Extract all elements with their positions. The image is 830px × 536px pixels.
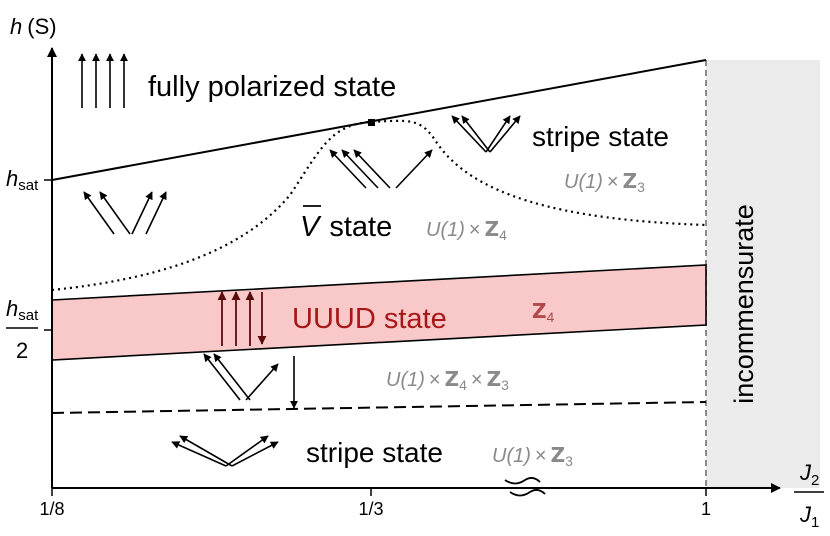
label-vbar-sym: U(1)×Z4 — [426, 217, 507, 243]
label-stripe-upper-sym: U(1)×Z3 — [564, 169, 645, 195]
spins-upper-stripe — [451, 115, 521, 153]
saturation-line — [51, 59, 707, 181]
spins-fully-polarized — [78, 53, 128, 108]
saturation-point-marker — [368, 119, 375, 126]
label-fully-polarized: fully polarized state — [148, 71, 396, 103]
spins-uuud — [217, 291, 267, 346]
label-uuud-sym: Z4 — [532, 299, 555, 325]
x-tick-label-1: 1 — [701, 499, 711, 519]
label-incommensurate: incommensurate — [729, 204, 759, 404]
label-lower-sym: U(1)×Z4×Z3 — [386, 367, 509, 393]
label-stripe-upper: stripe state — [532, 121, 669, 152]
y-axis-label: h(S) — [10, 14, 57, 39]
spins-vbar-left — [83, 191, 167, 235]
label-stripe-lower: stripe state — [306, 437, 443, 468]
incommensurate-region — [706, 60, 820, 488]
spins-lower-stripe — [171, 435, 279, 467]
svg-text:2: 2 — [16, 338, 28, 363]
label-uuud-state: UUUD state — [292, 303, 447, 335]
svg-text:hsat: hsat — [6, 296, 39, 324]
vbar-boundary-dotted — [51, 119, 707, 292]
lower-dashed-boundary — [51, 401, 707, 414]
label-stripe-lower-sym: U(1)×Z3 — [492, 443, 573, 469]
x-tick-label-1-3: 1/3 — [358, 499, 383, 519]
spins-lower-middle — [203, 353, 298, 409]
axis-break-symbol — [504, 477, 546, 497]
spins-vbar-center — [329, 149, 433, 189]
x-tick-label-1-8: 1/8 — [39, 499, 64, 519]
svg-text:J1: J1 — [799, 502, 819, 531]
y-tick-label-hsat: hsat — [6, 166, 39, 194]
y-tick-label-hsat-half: hsat 2 — [6, 296, 39, 363]
